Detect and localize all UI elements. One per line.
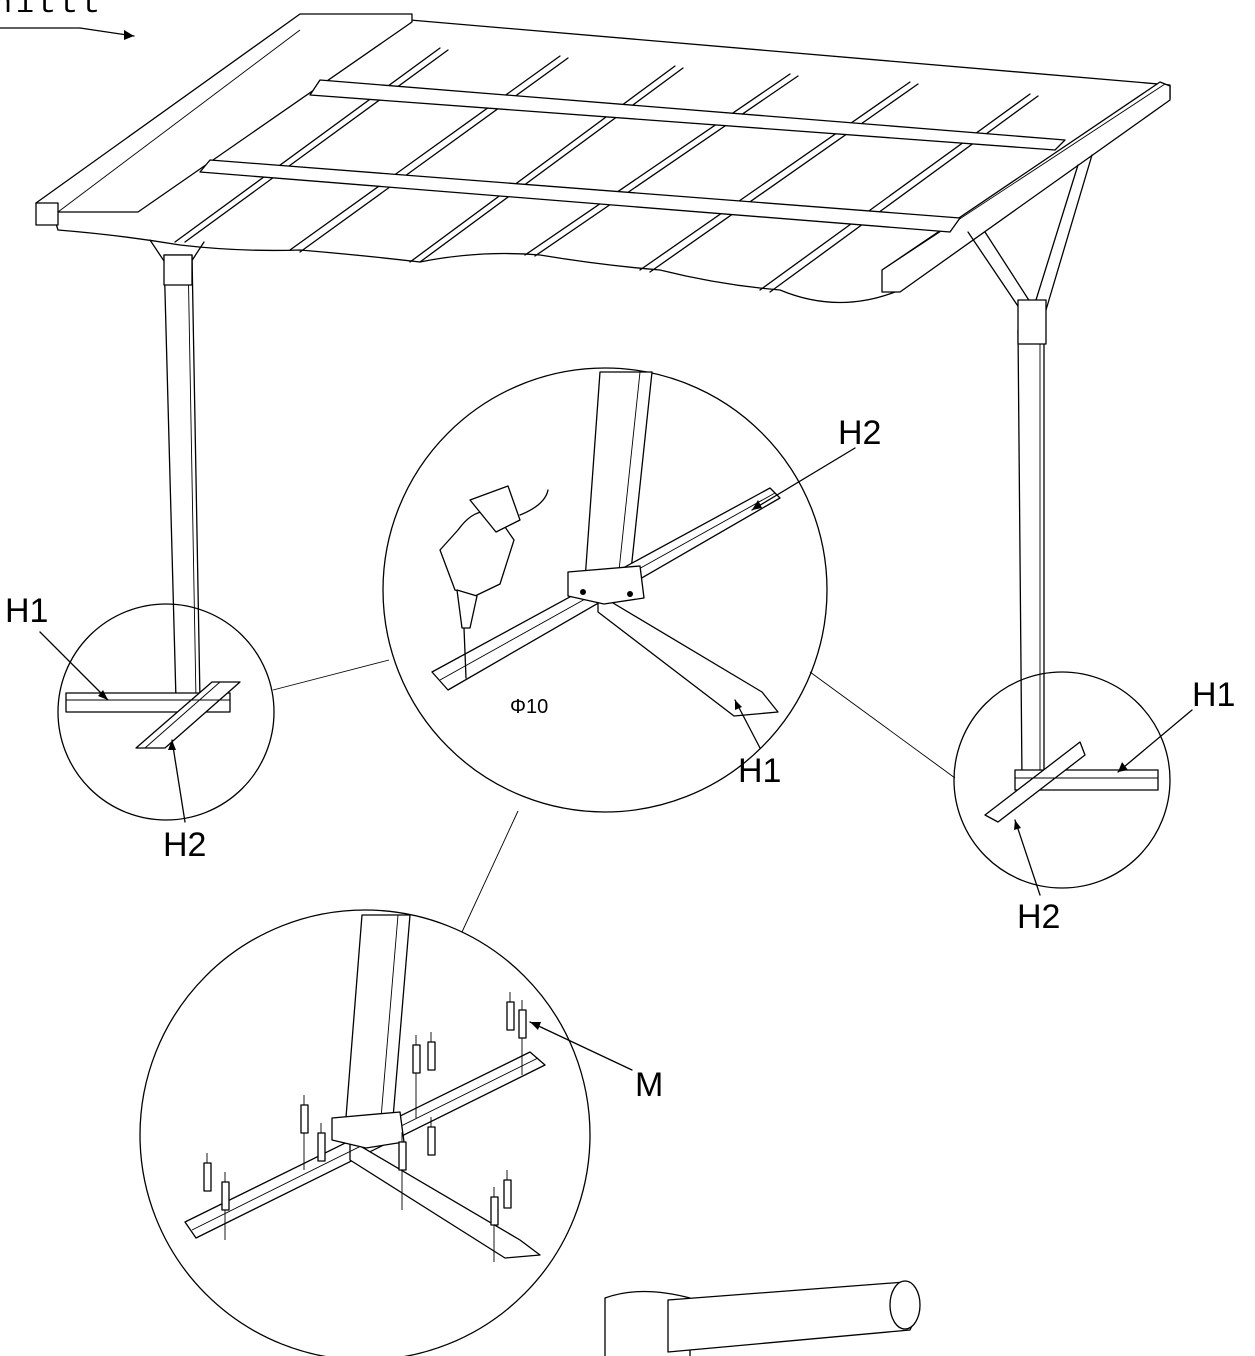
center-h1-label: H1: [738, 752, 781, 790]
cropped-title-text: nittt: [0, 0, 104, 22]
center-h2-label: H2: [838, 414, 881, 452]
anchor-bolt-icon: [203, 992, 527, 1262]
right-h2-label: H2: [1017, 898, 1060, 936]
anchor-m-label: M: [635, 1066, 663, 1104]
drill-size-label: Φ10: [510, 696, 548, 718]
cropped-title: nittt: [0, 0, 135, 40]
right-detail: H1 H2: [953, 671, 1235, 936]
right-h1-label: H1: [1192, 676, 1235, 714]
drill-icon: [439, 485, 549, 679]
left-h1-label: H1: [5, 592, 48, 630]
left-h2-label: H2: [163, 826, 206, 864]
mallet-icon: [604, 1280, 921, 1356]
pergola-frame-icon: [35, 13, 1171, 781]
center-detail: Φ10 H2 H1: [382, 367, 881, 813]
bottom-detail: M: [139, 909, 663, 1356]
left-detail: H1 H2: [5, 592, 275, 864]
